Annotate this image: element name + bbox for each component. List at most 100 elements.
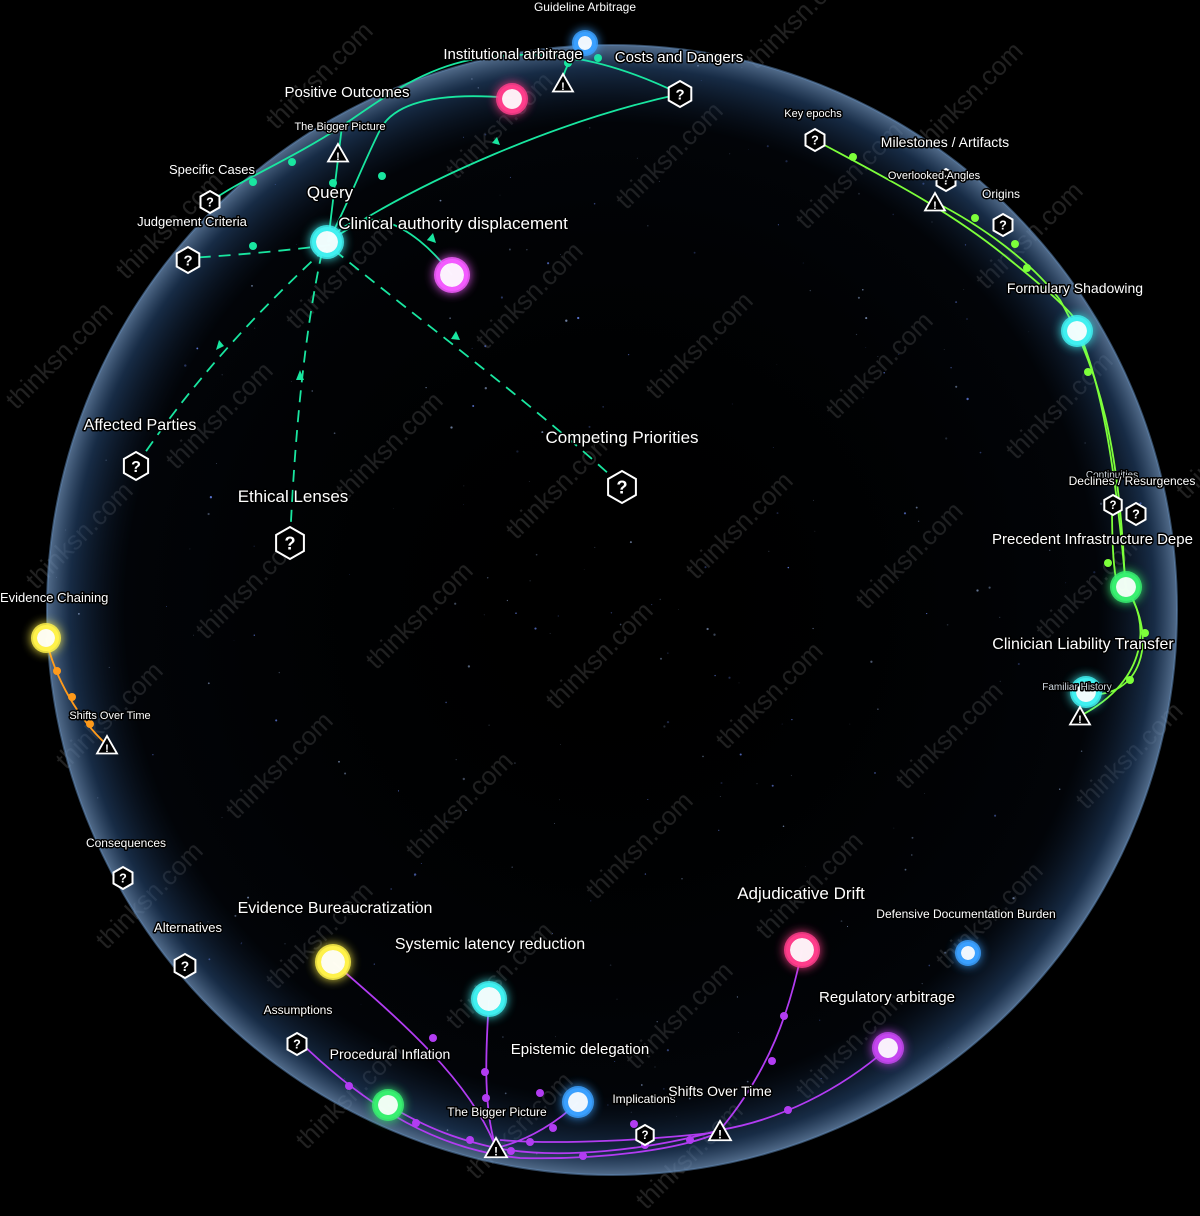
hex-key-epochs[interactable]: ? — [804, 127, 826, 153]
star — [636, 157, 638, 159]
node-precedent-infrastructure[interactable] — [1110, 571, 1142, 603]
star — [999, 680, 1001, 683]
hex-continuities[interactable]: ? — [1103, 493, 1123, 517]
label-evidence-chaining: Evidence Chaining — [0, 590, 108, 605]
star — [471, 78, 473, 80]
star — [720, 781, 723, 785]
star — [278, 671, 280, 674]
question-icon: ? — [811, 134, 819, 148]
node-guideline-arbitrage[interactable] — [572, 30, 598, 56]
hex-alternatives[interactable]: ? — [173, 952, 197, 980]
node-institutional-arbitrage[interactable] — [496, 83, 528, 115]
star — [911, 854, 913, 856]
star — [425, 386, 427, 389]
hex-affected-parties[interactable]: ? — [122, 450, 150, 482]
star — [663, 725, 666, 728]
star — [547, 262, 550, 265]
star — [207, 921, 209, 923]
warning-costs-and-dangers[interactable]: ! — [551, 72, 575, 93]
hex-judgement-criteria[interactable]: ? — [175, 245, 201, 275]
glow-nodes — [31, 30, 1142, 1121]
star — [593, 202, 596, 205]
warning-shifts-over-time-left[interactable]: ! — [95, 734, 119, 755]
star — [247, 896, 250, 899]
warning-overlooked-angles[interactable]: ! — [923, 191, 947, 212]
star — [486, 577, 489, 579]
label-institutional-arbitrage: Institutional arbitrage — [443, 46, 582, 63]
star — [921, 982, 923, 985]
hex-origins[interactable]: ? — [992, 212, 1014, 238]
node-regulatory-arbitrage[interactable] — [872, 1032, 904, 1064]
node-adjudicative-drift[interactable] — [784, 932, 820, 968]
label-declines: Declines / Resurgences — [1069, 474, 1196, 488]
node-clinical-authority[interactable] — [310, 225, 344, 259]
node-defensive-documentation[interactable] — [955, 940, 981, 966]
label-regulatory-arbitrage: Regulatory arbitrage — [819, 989, 955, 1006]
star — [207, 512, 210, 516]
warning-bigger-picture-bottom[interactable]: ! — [483, 1136, 509, 1159]
warning-shifts-over-time-bottom[interactable]: ! — [707, 1119, 733, 1142]
star — [629, 541, 632, 544]
label-clinician-liability: Clinician Liability Transfer — [992, 636, 1174, 653]
star — [771, 784, 774, 787]
star — [663, 1088, 665, 1090]
star — [349, 574, 350, 575]
star — [820, 1078, 822, 1080]
star — [950, 366, 952, 369]
warning-familiar-history[interactable]: ! — [1068, 705, 1092, 726]
node-clinician-liability[interactable] — [1070, 676, 1102, 708]
star — [654, 1066, 656, 1068]
label-bigger-picture-top: The Bigger Picture — [294, 121, 385, 133]
star — [528, 481, 530, 482]
star — [790, 774, 792, 777]
star — [945, 437, 948, 440]
star — [928, 964, 931, 967]
star — [946, 623, 949, 626]
node-evidence-chaining[interactable] — [31, 623, 61, 653]
star — [333, 432, 336, 435]
star — [551, 932, 553, 935]
star — [849, 723, 851, 725]
hex-costs-and-dangers[interactable]: ? — [667, 79, 693, 109]
label-costs-and-dangers: Costs and Dangers — [615, 49, 743, 66]
star — [344, 772, 347, 775]
hex-consequences[interactable]: ? — [112, 865, 134, 891]
star — [583, 569, 585, 570]
node-formulary-shadowing[interactable] — [1061, 315, 1093, 347]
star — [693, 251, 696, 254]
star — [577, 316, 580, 320]
hex-specific-cases[interactable]: ? — [199, 189, 221, 215]
question-icon: ? — [131, 458, 141, 476]
hex-assumptions[interactable]: ? — [286, 1031, 308, 1057]
star — [1049, 549, 1051, 551]
star — [463, 504, 464, 506]
star — [846, 925, 849, 927]
hex-overlooked-angles[interactable]: ? — [935, 167, 957, 193]
star — [614, 1061, 616, 1062]
question-icon: ? — [641, 1130, 648, 1142]
hex-implications[interactable]: ? — [635, 1123, 655, 1147]
star — [253, 545, 255, 547]
star — [883, 372, 885, 374]
node-evidence-bureaucratization[interactable] — [315, 944, 351, 980]
star — [565, 319, 568, 322]
hex-competing-priorities[interactable]: ? — [607, 469, 637, 505]
node-systemic-latency[interactable] — [471, 981, 507, 1017]
warning-bigger-picture-top[interactable]: ! — [326, 142, 350, 163]
hex-declines[interactable]: ? — [1125, 501, 1147, 527]
star — [152, 754, 154, 756]
node-epistemic-delegation[interactable] — [562, 1086, 594, 1118]
star — [917, 520, 920, 522]
star — [781, 723, 783, 725]
star — [659, 657, 663, 660]
star — [688, 1097, 691, 1100]
orange-edge-dots — [53, 667, 94, 728]
node-magenta-unlabeled[interactable] — [434, 257, 470, 293]
node-procedural-inflation[interactable] — [372, 1089, 404, 1121]
star — [508, 248, 511, 251]
star — [819, 1019, 821, 1021]
star — [814, 530, 816, 532]
hex-ethical-lenses[interactable]: ? — [275, 525, 305, 561]
star — [502, 1036, 504, 1038]
